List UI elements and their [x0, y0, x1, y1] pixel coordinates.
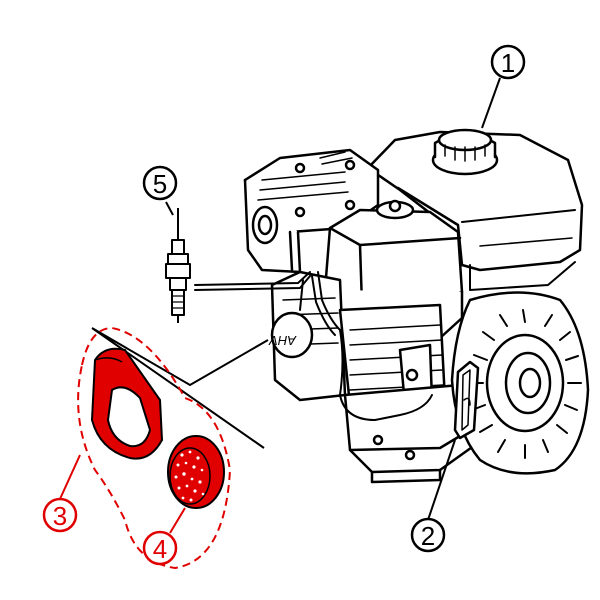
leader-line-5 — [165, 201, 174, 216]
highlight-outline — [77, 326, 232, 570]
callout-5: 5 — [142, 165, 178, 201]
spark-plug-lead — [194, 271, 311, 291]
leader-lines — [91, 77, 501, 521]
callout-2: 2 — [410, 517, 446, 553]
cylinder-block: AHV — [268, 270, 447, 407]
callout-4-label: 4 — [153, 534, 167, 564]
engine: AHV — [194, 128, 590, 484]
air-filter-foam-element — [90, 347, 164, 460]
callout-3: 3 — [42, 454, 81, 533]
callout-3-label: 3 — [53, 501, 67, 531]
fuel-cap — [431, 128, 499, 176]
spark-plug — [165, 208, 191, 323]
callout-4: 4 — [142, 507, 186, 566]
leader-line-3 — [59, 454, 81, 500]
recoil-starter — [450, 291, 590, 475]
air-filter-pre-cleaner — [167, 435, 225, 509]
air-filter-group — [77, 326, 232, 570]
callout-1-label: 1 — [501, 48, 515, 78]
engine-marking: AHV — [268, 333, 297, 348]
cylinder-head-cover — [243, 148, 380, 274]
starter-handle — [453, 360, 480, 440]
exploded-view-bracket — [91, 327, 269, 449]
callout-5-label: 5 — [153, 169, 167, 199]
callout-2-label: 2 — [421, 521, 435, 551]
callout-1: 1 — [490, 44, 526, 80]
leader-line-4 — [169, 507, 186, 534]
leader-line-2 — [427, 439, 456, 521]
leader-line-1 — [481, 77, 501, 129]
